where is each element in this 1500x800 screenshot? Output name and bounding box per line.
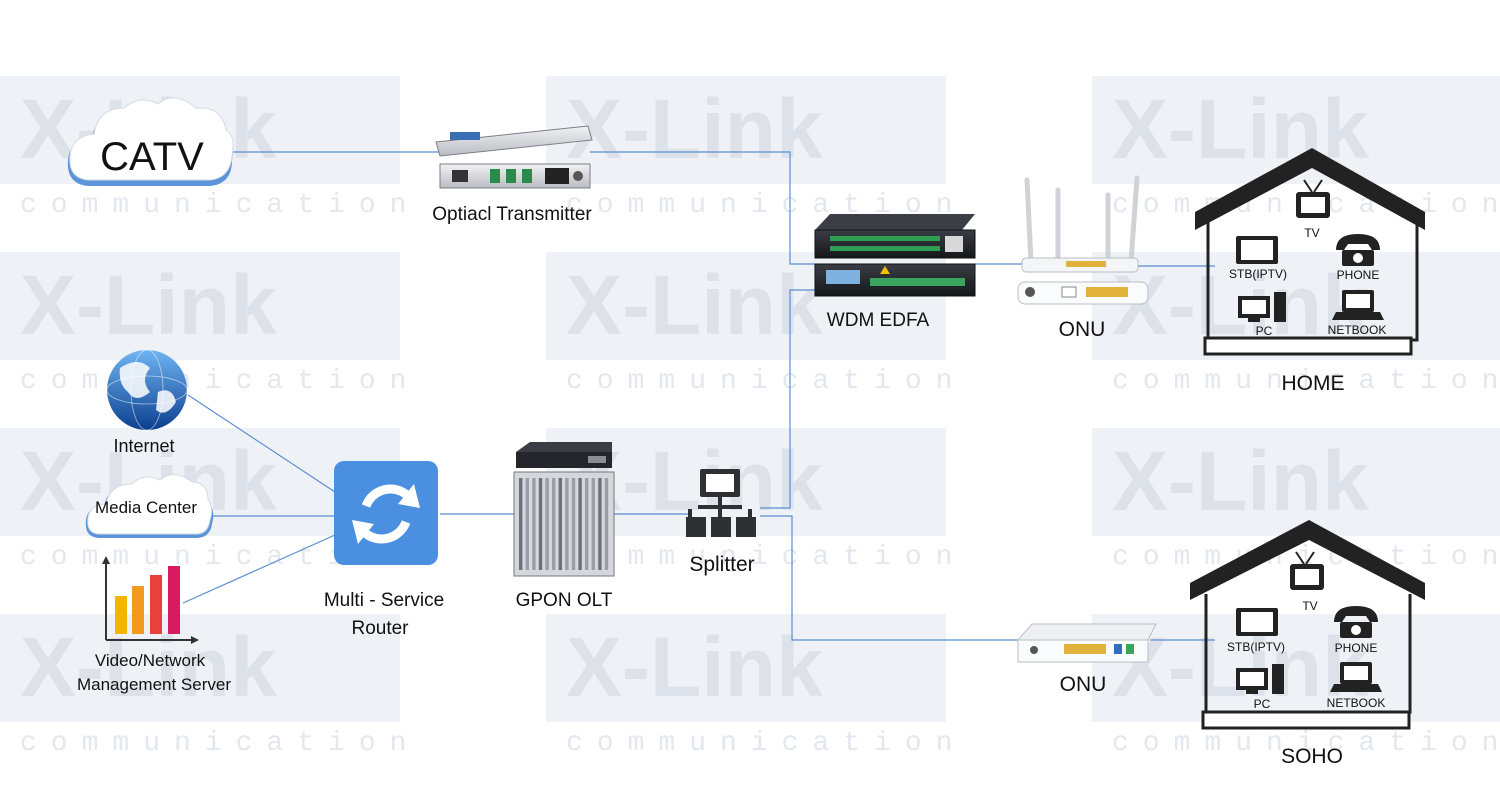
watermark-sub-text: communication — [20, 190, 420, 221]
home-stb-icon — [1236, 236, 1278, 264]
olt-slot-card — [538, 478, 543, 570]
home-stb-label: STB(IPTV) — [1229, 267, 1287, 281]
watermark-sub-text: communication — [20, 728, 420, 759]
soho-tv-icon — [1290, 551, 1324, 590]
watermark-brand-text: X-Link — [20, 620, 277, 714]
watermark-sub-text: communication — [1112, 728, 1500, 759]
soho-pc-label: PC — [1254, 697, 1271, 711]
home-pc-label: PC — [1256, 324, 1273, 338]
home-tv-icon — [1296, 179, 1330, 218]
watermark-sub-text: communication — [20, 366, 420, 397]
soho-netbook-icon — [1330, 662, 1382, 692]
soho-stb-icon — [1236, 608, 1278, 636]
splitter-network-icon — [686, 469, 756, 537]
watermark-sub-text: communication — [566, 366, 966, 397]
optical-transmitter-label: Optiacl Transmitter — [432, 204, 592, 225]
soho-title: SOHO — [1281, 745, 1343, 768]
soho-tv-label: TV — [1302, 599, 1317, 613]
olt-slot-card — [571, 478, 576, 570]
soho-pc-icon — [1236, 664, 1284, 694]
home-netbook-label: NETBOOK — [1328, 323, 1387, 337]
home-house-icon — [1195, 148, 1425, 356]
watermark-sub-text: communication — [566, 728, 966, 759]
watermark-brand-text: X-Link — [20, 258, 277, 352]
olt-slot-card — [519, 478, 523, 570]
watermark-sub-text: communication — [1112, 366, 1500, 397]
internet-label: Internet — [113, 436, 174, 456]
olt-slot-card — [552, 478, 556, 570]
media-center-cloud-icon — [85, 474, 214, 538]
watermark-brand-text: X-Link — [566, 258, 823, 352]
olt-slot-card — [591, 478, 595, 570]
olt-slot-card — [598, 478, 602, 570]
wdm-edfa-label: WDM EDFA — [827, 310, 930, 331]
link-splitter-edfa — [760, 289, 815, 509]
router-label-line2: Router — [351, 618, 409, 639]
bar-chart-icon — [102, 556, 199, 644]
soho-netbook-label: NETBOOK — [1327, 696, 1386, 710]
watermark-sub-text: communication — [566, 542, 966, 573]
olt-slot-card — [545, 478, 549, 570]
link-transmitter-edfa — [590, 151, 815, 265]
onu-soho-icon — [1016, 623, 1157, 663]
link-lines — [182, 151, 1215, 641]
olt-slot-card — [532, 478, 536, 570]
soho-stb-label: STB(IPTV) — [1227, 640, 1285, 654]
video-server-label-line2: Management Server — [77, 675, 231, 694]
link-internet-router — [187, 394, 336, 493]
watermark-brand-text: X-Link — [566, 620, 823, 714]
home-title: HOME — [1282, 372, 1345, 395]
olt-slot-card — [565, 478, 569, 570]
olt-slot-card — [525, 478, 529, 570]
soho-phone-label: PHONE — [1335, 641, 1378, 655]
watermark-brand-text: X-Link — [566, 82, 823, 176]
watermark-row-1 — [0, 76, 1500, 184]
olt-slot-card — [578, 478, 582, 570]
olt-slot-card — [604, 478, 609, 570]
onu-soho-label: ONU — [1060, 673, 1107, 696]
media-center-label: Media Center — [95, 498, 197, 517]
video-server-label-line1: Video/Network — [95, 651, 206, 670]
home-pc-icon — [1238, 292, 1286, 322]
router-sync-icon — [334, 461, 438, 565]
olt-slot-card — [558, 478, 562, 570]
wdm-edfa-icon — [814, 214, 976, 297]
olt-slot-card — [585, 478, 589, 570]
soho-phone-icon — [1334, 606, 1378, 638]
watermark-row-4 — [0, 614, 1500, 722]
home-tv-label: TV — [1304, 226, 1319, 240]
splitter-label: Splitter — [689, 553, 754, 576]
home-phone-icon — [1336, 234, 1380, 266]
watermark-row-2 — [0, 252, 1500, 360]
internet-globe-icon — [106, 349, 188, 431]
onu-home-label: ONU — [1059, 318, 1106, 341]
home-phone-label: PHONE — [1337, 268, 1380, 282]
optical-transmitter-icon — [435, 125, 593, 189]
gpon-olt-icon — [513, 442, 615, 577]
onu-home-icon — [1017, 175, 1149, 305]
catv-cloud-icon — [67, 97, 234, 186]
router-label-line1: Multi - Service — [324, 590, 444, 611]
link-server-router — [182, 534, 336, 604]
home-netbook-icon — [1332, 290, 1384, 320]
link-splitter-onu-soho — [760, 515, 1020, 641]
soho-house-icon — [1190, 520, 1425, 730]
catv-label: CATV — [100, 135, 204, 179]
watermark-brand-text: X-Link — [1112, 434, 1369, 528]
gpon-olt-label: GPON OLT — [516, 590, 613, 611]
